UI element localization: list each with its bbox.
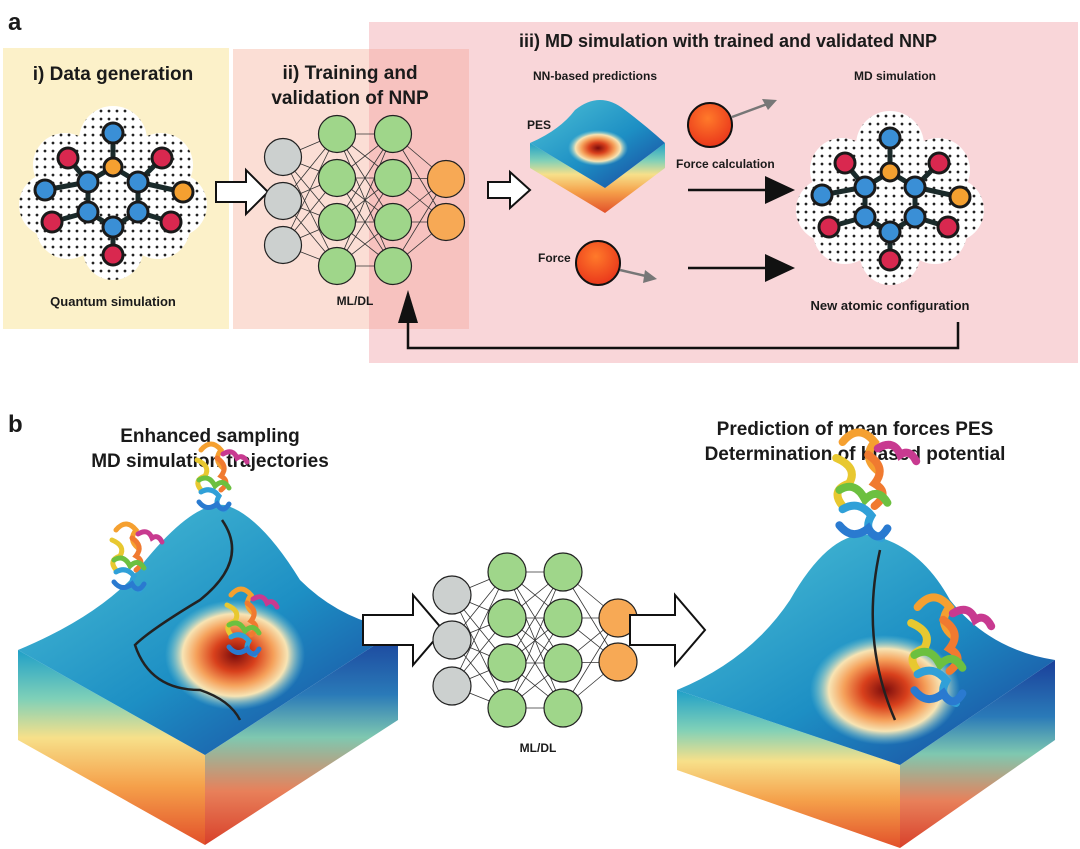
- trajectory-path: [133, 519, 242, 721]
- hidden-node: [317, 246, 357, 286]
- hollow-arrow-icon: [487, 169, 532, 211]
- force-calculation-label: Force calculation: [676, 157, 775, 171]
- hidden-node: [317, 114, 357, 154]
- nn-connection: [336, 133, 394, 267]
- ml-dl-caption: ML/DL: [520, 741, 557, 755]
- panel-ii-title-line1: ii) Training and: [282, 63, 417, 84]
- panel-iii-title: iii) MD simulation with trained and vali…: [519, 31, 937, 51]
- quantum-simulation-caption: Quantum simulation: [50, 294, 176, 309]
- ml-dl-caption: ML/DL: [337, 294, 374, 308]
- hidden-node: [373, 158, 413, 198]
- hidden-node: [543, 598, 583, 638]
- panel-b: b Enhanced sampling MD simulation trajec…: [8, 411, 1055, 848]
- pes-label: PES: [527, 118, 551, 132]
- up-arrow-icon: [398, 290, 418, 323]
- hidden-node: [373, 114, 413, 154]
- force-vector-head-icon: [762, 99, 777, 110]
- left-title-line2: MD simulation trajectories: [91, 451, 329, 472]
- hidden-node: [487, 643, 527, 683]
- md-simulation-label: MD simulation: [854, 69, 936, 83]
- output-node: [598, 642, 638, 682]
- hollow-arrow-icon: [362, 592, 445, 668]
- pes-landscape-right: [677, 432, 1055, 848]
- nn-connection: [451, 571, 508, 687]
- hidden-node: [487, 598, 527, 638]
- panel-b-label: b: [8, 411, 23, 438]
- right-title-line2: Determination of biased potential: [705, 444, 1006, 465]
- panel-i-title: i) Data generation: [33, 64, 193, 85]
- hidden-node: [543, 552, 583, 592]
- right-arrow-icon: [765, 254, 795, 282]
- feedback-loop-line: [406, 312, 960, 350]
- hidden-node: [543, 688, 583, 728]
- hidden-node: [373, 246, 413, 286]
- force-vector-head-icon: [643, 270, 657, 283]
- right-arrow-icon: [765, 176, 795, 204]
- pes-landscape-small: [530, 100, 665, 213]
- nn-connection: [282, 133, 338, 246]
- hidden-node: [373, 202, 413, 242]
- input-node: [263, 181, 303, 221]
- hidden-node: [317, 158, 357, 198]
- force-label: Force: [538, 251, 571, 265]
- output-node: [426, 159, 466, 199]
- hollow-arrow-icon: [629, 592, 707, 668]
- input-node: [263, 225, 303, 265]
- input-node: [432, 666, 472, 706]
- output-node: [426, 202, 466, 242]
- neural-network-diagram: [263, 114, 466, 286]
- left-title-line1: Enhanced sampling: [120, 426, 299, 447]
- trajectory-path: [871, 549, 897, 721]
- panel-a: a i) Data generation Quantum simulation …: [3, 9, 1078, 363]
- nn-predictions-label: NN-based predictions: [533, 69, 657, 83]
- input-node: [432, 620, 472, 660]
- new-config-label: New atomic configuration: [811, 298, 970, 313]
- neural-network-diagram: [432, 552, 638, 728]
- input-node: [263, 137, 303, 177]
- input-node: [432, 575, 472, 615]
- nn-connection: [506, 571, 564, 709]
- hollow-arrow-icon: [215, 167, 270, 217]
- atom-ball-icon: [575, 240, 621, 286]
- hidden-node: [317, 202, 357, 242]
- hidden-node: [487, 552, 527, 592]
- pes-landscape-left: [18, 444, 398, 845]
- hidden-node: [487, 688, 527, 728]
- force-vector-icon: [731, 101, 771, 119]
- panel-a-label: a: [8, 9, 22, 36]
- atom-ball-icon: [687, 102, 733, 148]
- panel-ii-title-line2: validation of NNP: [271, 88, 429, 109]
- hidden-node: [543, 643, 583, 683]
